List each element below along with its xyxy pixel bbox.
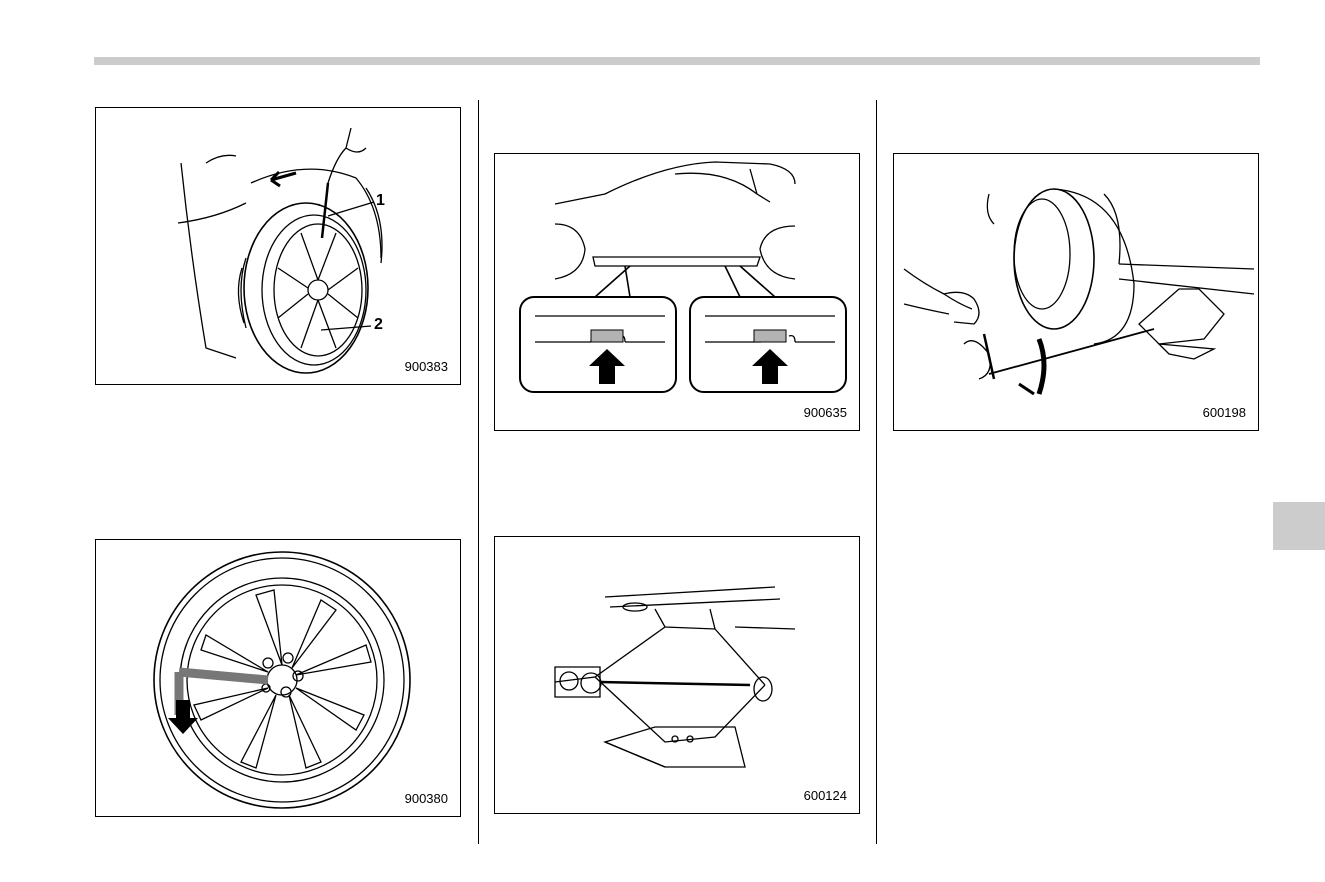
column-divider-right — [876, 100, 877, 844]
figure-jack-points: 900635 — [494, 153, 860, 431]
figure-code: 900635 — [804, 405, 847, 420]
scissor-jack-illustration — [495, 537, 860, 814]
figure-scissor-jack: 600124 — [494, 536, 860, 814]
column-divider-left — [478, 100, 479, 844]
chapter-tab — [1273, 502, 1325, 550]
wheel-front-illustration — [96, 540, 461, 817]
figure-code: 600198 — [1203, 405, 1246, 420]
figure-wheel-wrench: 900380 — [95, 539, 461, 817]
header-rule — [94, 57, 1260, 65]
callout-1: 1 — [376, 192, 385, 210]
jack-point-diagram — [495, 154, 860, 431]
figure-lug-wrench-loosen: 1 2 900383 — [95, 107, 461, 385]
wheel-loosen-illustration — [96, 108, 461, 385]
jack-handle-illustration — [894, 154, 1259, 431]
figure-code: 900383 — [405, 359, 448, 374]
figure-code: 900380 — [405, 791, 448, 806]
figure-jack-handle: 600198 — [893, 153, 1259, 431]
callout-2: 2 — [374, 316, 383, 334]
figure-code: 600124 — [804, 788, 847, 803]
